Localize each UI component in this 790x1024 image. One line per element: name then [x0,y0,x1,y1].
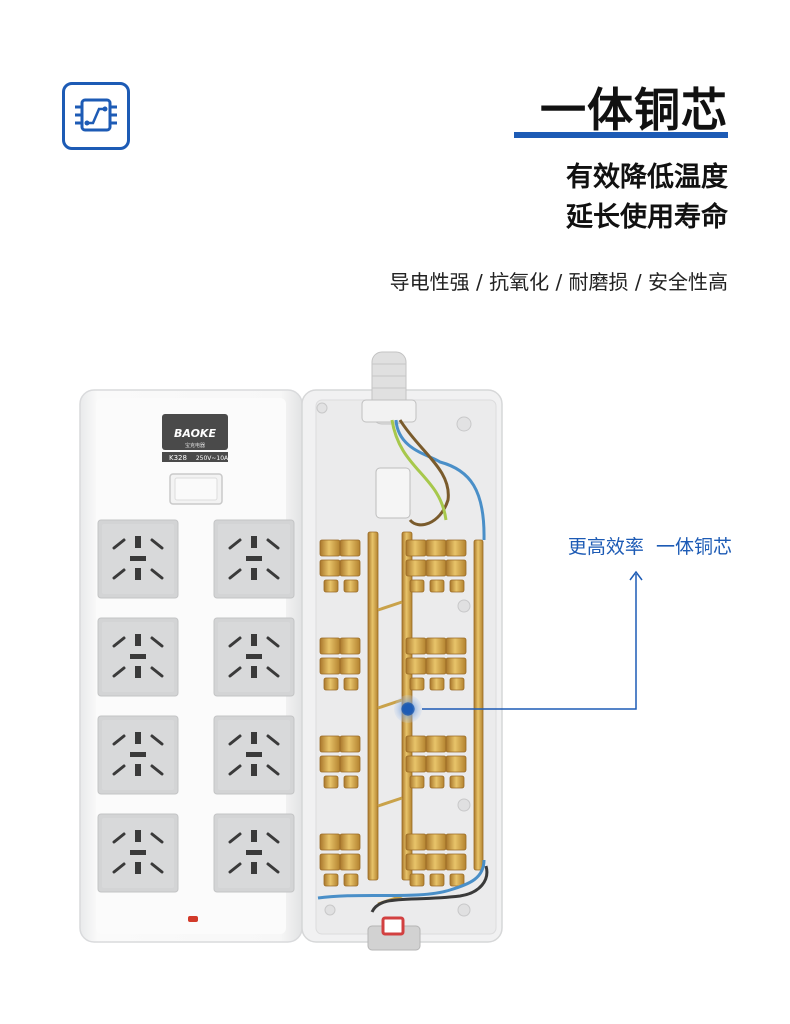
copper-clip [405,735,427,789]
copper-clip [425,637,447,691]
headline: 一体铜芯 [540,83,728,137]
copper-busbars [319,531,484,906]
copper-clip [445,833,467,887]
brand-badge: BAOKE 宝克电器 K328 250V~10A [162,414,229,462]
rating-label: 250V~10A [196,455,229,462]
copper-clip [339,735,361,789]
tagline: 导电性强 / 抗氧化 / 耐磨损 / 安全性高 [389,270,728,294]
socket [213,715,295,795]
copper-bar [473,539,484,871]
callout-line [422,574,637,710]
headline-underline [514,132,728,138]
callout-label: 更高效率 一体铜芯 [567,536,732,558]
copper-clip [405,637,427,691]
power-strip-front-cover: BAOKE 宝克电器 K328 250V~10A [79,389,303,943]
callout-pointer [394,570,643,723]
copper-clip [339,637,361,691]
copper-clip [425,539,447,593]
copper-clip [425,735,447,789]
copper-clip [445,637,467,691]
circuit-chip-icon [62,82,130,150]
copper-clip [425,833,447,887]
socket [97,715,179,795]
socket [213,519,295,599]
socket [97,813,179,893]
copper-clip [319,637,341,691]
callout-arrow [629,570,643,581]
subheadline-line-2: 延长使用寿命 [566,202,728,233]
copper-bar [367,531,379,881]
subheadline-line-1: 有效降低温度 [566,162,728,193]
socket-grid [97,519,295,893]
brand-sub-label: 宝克电器 [185,442,205,449]
socket [97,519,179,599]
copper-clip [339,833,361,887]
socket [213,813,295,893]
socket [97,617,179,697]
copper-clip [405,833,427,887]
copper-clip [339,539,361,593]
brand-label: BAOKE [174,427,216,440]
indicator-light [188,916,198,922]
power-strip-open-interior [301,351,503,951]
copper-clip [319,735,341,789]
copper-clip [445,539,467,593]
model-label: K328 [169,454,187,462]
socket [213,617,295,697]
copper-clip [405,539,427,593]
copper-clip [445,735,467,789]
